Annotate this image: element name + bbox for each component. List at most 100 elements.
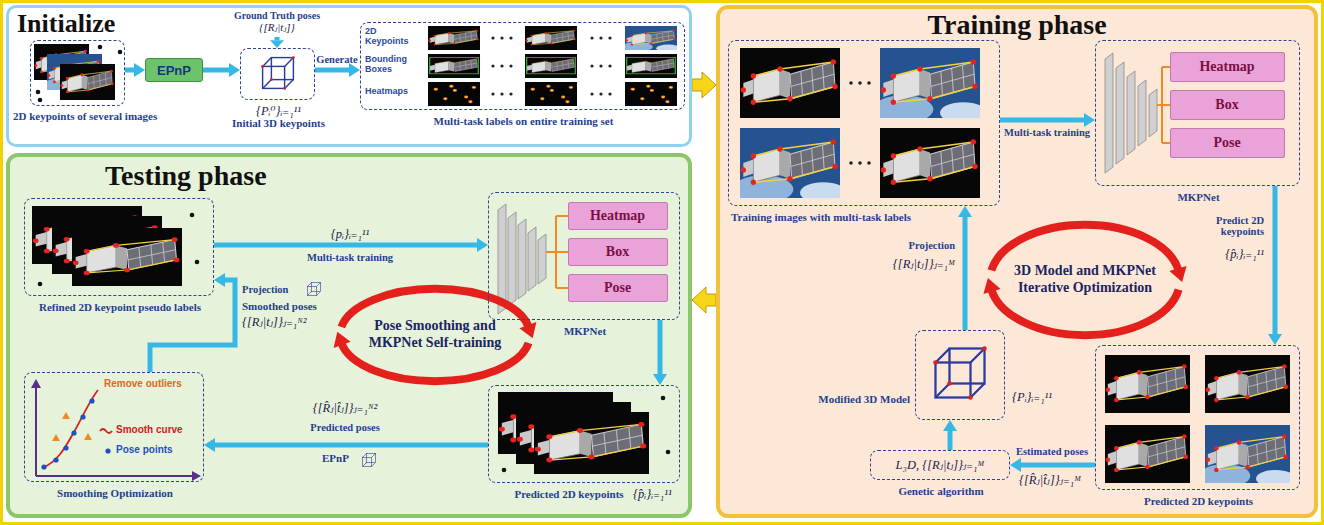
math-label: {[R̂ⱼ|t̂ⱼ]}ⱼ₌₁ᴺ² [313,400,378,416]
flow-arrow [204,438,488,452]
head-box: Box [568,238,668,266]
group-label: Smoothing Optimization [57,487,173,499]
image-group: Predicted 2D keypoints{p̂ᵢ}ᵢ₌₁¹¹ [488,385,680,483]
flow-arrow [125,63,145,77]
image-group: 2D keypoints of several images [30,40,125,106]
predicted-images [1105,355,1296,487]
edge-label: Multi-task training [307,252,393,263]
input-note: Ground Truth poses{[Rⱼ|tⱼ]} [222,7,332,37]
group-label: Predicted 2D keypoints [514,488,623,500]
group-label: Modified 3D Model [818,393,910,405]
image-group: Refined 2D keypoint pseudo labels [24,198,214,296]
plot-key: Smooth curve [116,424,183,435]
panel-title: Initialize [17,9,115,39]
math-label: {[Rⱼ|tⱼ]}ⱼ₌₁ᴹ [893,256,955,272]
flow-arrow [958,206,972,330]
smoothing-plot [31,379,201,481]
row-label: Bounding Boxes [365,55,421,75]
head-label: Box [606,244,629,260]
flow-arrow [150,273,235,372]
plot-key: Remove outliers [104,378,182,389]
phase-panel: Testing phaseRefined 2D keypoint pseudo … [6,153,692,518]
math-label: {Pᵢ}ᵢ₌₁¹¹ [1012,389,1052,405]
flow-arrow [203,63,240,77]
edge-label: Generate [316,54,357,65]
group-label: Training images with multi-task labels [731,211,911,223]
edge-label: Predicted poses [310,422,380,433]
loop-arrow [334,289,537,381]
network-symbol [1105,53,1170,173]
edge-label: Predict 2D keypoints [1200,215,1264,237]
flow-arrow [270,37,284,48]
method-label: EPnP [322,452,349,464]
head-label: Pose [1213,135,1240,151]
process-box: EPnP [145,58,203,82]
head-label: Heatmap [1199,59,1254,75]
process-box: L₃D, {[Rⱼ|tⱼ]}ⱼ₌₁ᴹGenetic algorithm [870,450,1010,480]
refined-images [32,206,199,286]
math-label: {pᵢ}ᵢ₌₁¹¹ [331,226,370,242]
image-group: Predicted 2D keypoints [1095,345,1300,490]
flow-label: Smoothed poses [242,300,317,312]
group-label: Predicted 2D keypoints [1144,495,1253,507]
model-cube [933,346,987,400]
flow-arrow [1268,186,1282,345]
epnp-cube [362,453,376,467]
label-thumbnails [428,26,680,106]
group-label: 2D keypoints of several images [13,110,157,122]
network-symbol [498,204,568,314]
training-images [733,48,986,203]
row-label: 2D Keypoints [365,27,421,47]
panel-ground [6,5,1318,518]
edge-label: Projection [909,240,955,251]
phase-arrow [692,287,716,313]
model-box: {Pᵢ⁰}ᵢ₌₁¹¹Initial 3D keypoints [240,48,315,100]
math-label: {Pᵢ⁰}ᵢ₌₁¹¹ [256,103,301,119]
flow-arrow [315,63,360,77]
math-label: L₃D, {[Rⱼ|tⱼ]}ⱼ₌₁ᴹ [896,457,985,473]
math-label: {p̂ᵢ}ᵢ₌₁¹¹ [1225,246,1264,262]
group-label: Initial 3D keypoints [232,117,325,129]
plot-key: Pose points [116,444,173,455]
flow-arrow [653,320,667,385]
flow-arrow [943,420,957,450]
network-label: MKPNet [1177,191,1219,203]
process-label: Genetic algorithm [898,485,983,497]
wire-cube [261,56,295,90]
group-label: Refined 2D keypoint pseudo labels [39,301,201,313]
edge-label: Projection [242,284,288,295]
head-label: Box [1215,97,1238,113]
model-box: Modified 3D Model{Pᵢ}ᵢ₌₁¹¹ [915,330,1005,420]
panel-title: Training phase [927,9,1106,41]
flow-arrow [1010,458,1095,472]
head-box: Pose [1170,128,1285,158]
predicted-images [498,392,670,474]
network-box: MKPNetHeatmapBoxPose [488,192,680,320]
flow-arrow [1000,113,1095,127]
loop-arrow [983,225,1186,335]
edge-label: Estimated poses [1016,446,1088,457]
math-label: {[Rⱼ|tⱼ]}ⱼ₌₁ᴺ² [242,314,307,330]
head-box: Heatmap [568,202,668,230]
loop-caption: 3D Model and MKPNet Iterative Optimizati… [999,263,1171,297]
row-label: Heatmaps [365,87,421,97]
phase-arrow [692,72,716,98]
network-box: MKPNetHeatmapBoxPose [1095,40,1300,186]
image-group: Training images with multi-task labels [728,40,1000,206]
head-box: Box [1170,90,1285,120]
math-label: {p̂ᵢ}ᵢ₌₁¹¹ [633,486,672,502]
input-label: Ground Truth poses [234,10,320,21]
phase-panel: Initialize2D keypoints of several images… [6,5,692,147]
loop-caption: Pose Smoothing and MKPNet Self-training [349,318,521,352]
panel-title: Testing phase [105,160,267,192]
group-label: Multi-task labels on entire training set [434,115,614,127]
head-label: Pose [604,280,631,296]
math-label: {[R̂ⱼ|t̂ⱼ]}ⱼ₌₁ᴹ [1019,472,1081,488]
process-label: EPnP [157,63,191,78]
edge-label: Multi-task training [1004,127,1090,138]
label-group: Multi-task labels on entire training set [360,22,685,110]
head-box: Heatmap [1170,52,1285,82]
projection-cube [307,282,321,296]
math-label: {[Rⱼ|tⱼ]} [259,21,295,34]
